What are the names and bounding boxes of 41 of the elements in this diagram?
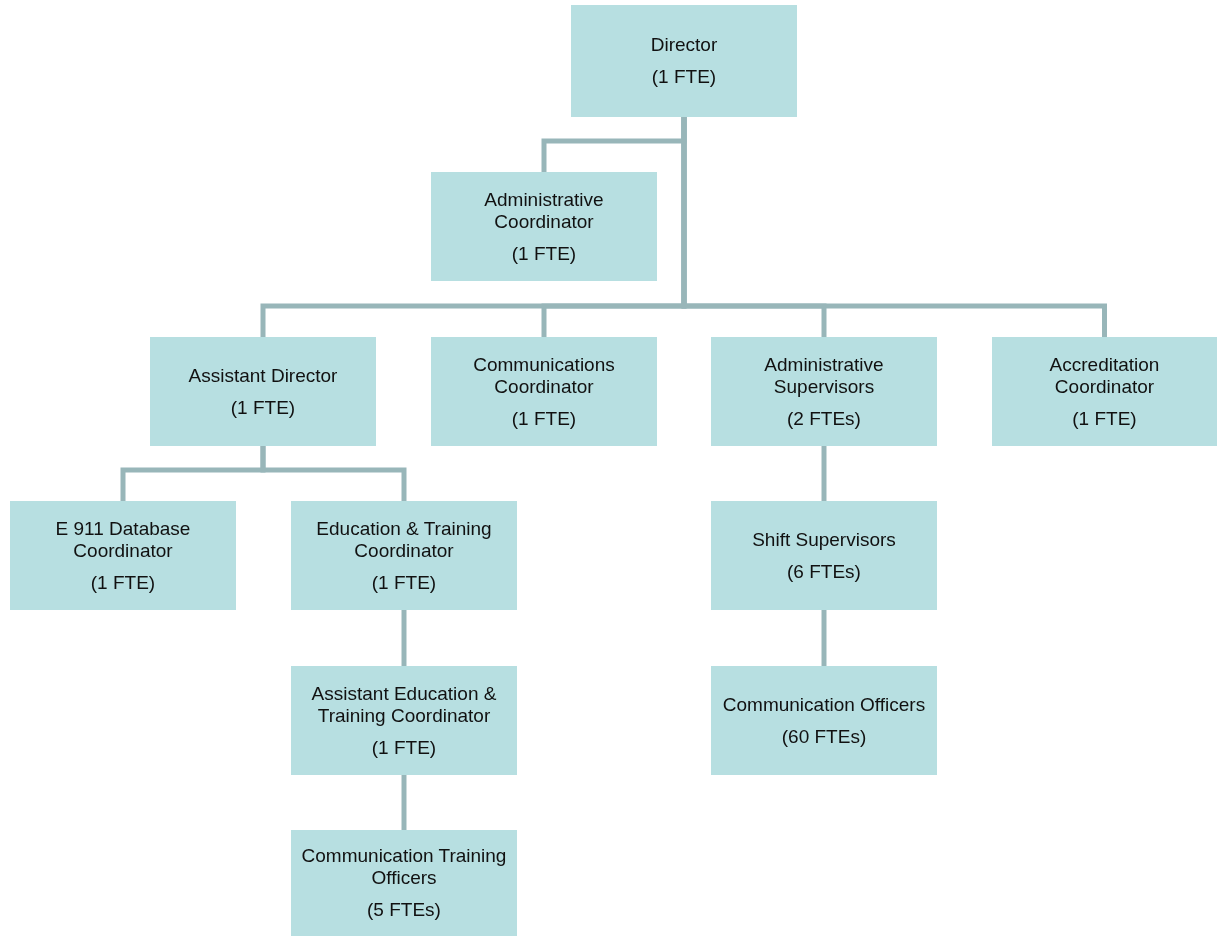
job-title: Communication Training Officers	[300, 845, 508, 889]
connector-line	[821, 446, 827, 501]
position-box	[150, 337, 376, 446]
job-title: Communications Coordinator	[472, 353, 616, 398]
fte-count: (1 FTE)	[371, 571, 437, 594]
connector-line	[260, 446, 407, 501]
position-box	[291, 501, 517, 610]
job-title: Administrative Supervisors	[763, 353, 885, 398]
job-title: Education & Training Coordinator	[315, 517, 493, 562]
connector-line	[401, 610, 407, 666]
fte-count: (1 FTE)	[511, 407, 577, 430]
fte-count: (1 FTE)	[371, 736, 437, 759]
job-title: Director	[650, 34, 718, 56]
position-box	[431, 337, 657, 446]
fte-count: (60 FTEs)	[781, 725, 867, 748]
position-box	[291, 830, 517, 936]
position-box	[711, 337, 937, 446]
position-box	[711, 501, 937, 610]
job-title: Administrative Coordinator	[483, 188, 605, 233]
fte-count: (1 FTE)	[230, 396, 296, 419]
fte-count: (1 FTE)	[511, 242, 577, 265]
position-box	[291, 666, 517, 775]
job-title: Accreditation Coordinator	[1048, 353, 1161, 398]
position-box	[431, 172, 657, 281]
position-box	[571, 5, 797, 117]
job-title: E 911 Database Coordinator	[54, 517, 192, 562]
fte-count: (1 FTE)	[90, 571, 156, 594]
fte-count: (5 FTEs)	[367, 899, 441, 921]
fte-count: (2 FTEs)	[787, 407, 861, 430]
fte-count: (6 FTEs)	[787, 560, 861, 583]
fte-count: (1 FTE)	[651, 66, 717, 88]
job-title: Assistant Education & Training Coordinator	[310, 682, 498, 727]
position-box	[711, 666, 937, 775]
job-title: Communication Officers	[722, 693, 926, 716]
connector-line	[821, 610, 827, 666]
fte-count: (1 FTE)	[1072, 407, 1137, 430]
job-title: Assistant Director	[188, 364, 338, 387]
position-box	[10, 501, 236, 610]
job-title: Shift Supervisors	[752, 528, 896, 551]
connector-line	[401, 775, 407, 830]
position-box	[992, 337, 1217, 446]
